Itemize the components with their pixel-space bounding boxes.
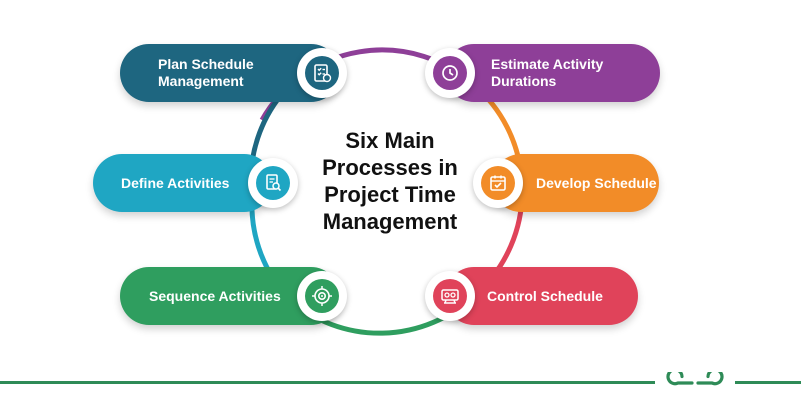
checklist-icon: [297, 48, 347, 98]
process-estimate-activity-durations: Estimate Activity Durations: [445, 44, 660, 102]
process-define-activities: Define Activities: [93, 154, 273, 212]
title-line: Processes in: [322, 155, 458, 180]
process-label: Sequence Activities: [149, 287, 281, 304]
process-label: Control Schedule: [487, 287, 603, 304]
process-control-schedule: Control Schedule: [445, 267, 638, 325]
control-panel-icon: [425, 271, 475, 321]
process-label-line: Management: [158, 73, 244, 89]
process-label: Develop Schedule: [536, 174, 657, 191]
process-label: Plan Schedule Management: [158, 56, 254, 90]
title-line: Project Time: [324, 182, 456, 207]
process-label-line: Plan Schedule: [158, 56, 254, 72]
gfg-logo-icon: [666, 372, 724, 386]
process-label-line: Estimate Activity: [491, 56, 604, 72]
title-line: Management: [322, 209, 458, 234]
diagram-title: Six Main Processes in Project Time Manag…: [290, 127, 490, 235]
footer-divider-right: [735, 381, 801, 384]
document-search-icon: [248, 158, 298, 208]
footer-divider-left: [0, 381, 655, 384]
process-label: Define Activities: [121, 174, 230, 191]
process-sequence-activities: Sequence Activities: [120, 267, 340, 325]
process-label: Estimate Activity Durations: [491, 56, 603, 90]
clock-icon: [425, 48, 475, 98]
title-line: Six Main: [345, 128, 435, 153]
process-label-line: Durations: [491, 73, 557, 89]
calendar-check-icon: [473, 158, 523, 208]
target-icon: [297, 271, 347, 321]
